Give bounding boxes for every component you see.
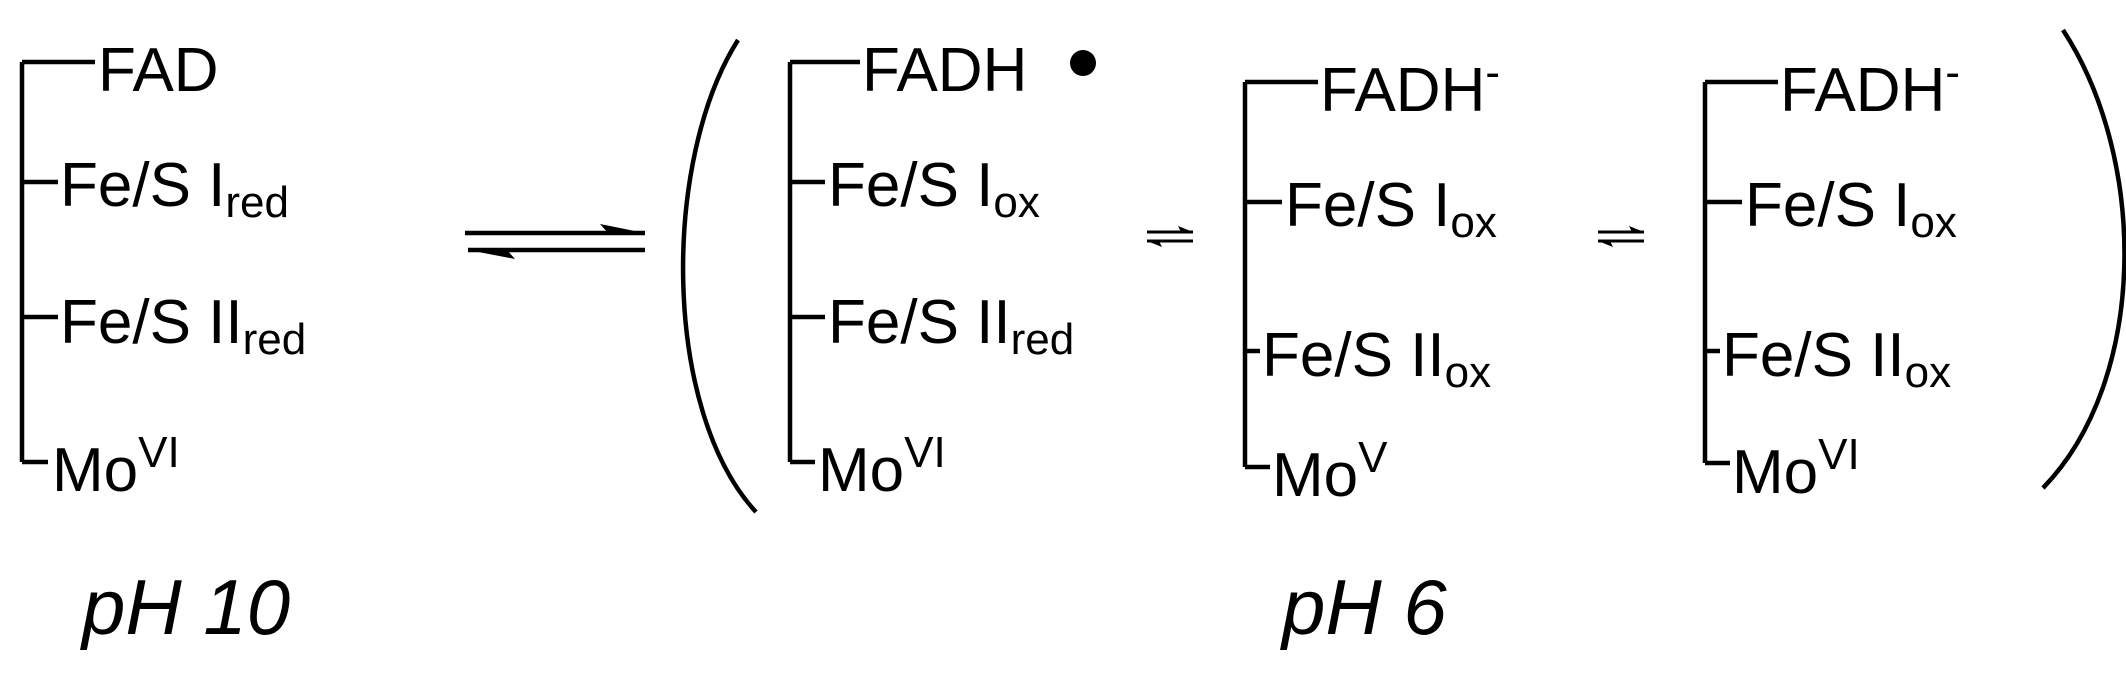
equilibrium-arrow-main [465,224,645,259]
state-ph10-fes1: Fe/S Ired [60,151,289,227]
state-ph6-c-bracket [1702,79,1778,466]
equilibrium-arrow-small-1 [1147,226,1193,247]
left-parenthesis [680,38,758,514]
state-ph10-fad: FAD [98,36,219,105]
state-ph6-b-bracket [1242,79,1318,470]
state-ph6-a-fes2: Fe/S IIred [828,288,1075,364]
state-ph6-b-fad: FADH- [1320,47,1501,125]
state-ph6-c-fes2: Fe/S IIox [1722,321,1952,397]
state-ph6-c-fad: FADH- [1780,47,1961,125]
condition-label-ph6: pH 6 [1282,563,1447,651]
state-ph6-b-fes2: Fe/S IIox [1262,321,1492,397]
state-ph10-mo: MoVI [52,427,180,505]
state-ph6-a-bracket [787,59,860,465]
state-ph6-a-fad: FADH [862,36,1028,105]
state-ph10-fes2: Fe/S IIred [60,288,307,364]
equilibrium-arrow-small-2 [1598,226,1644,247]
state-ph6-a-mo: MoVI [818,427,946,505]
right-parenthesis [2041,28,2126,490]
state-ph10-bracket [19,59,95,465]
state-ph6-c-fes1: Fe/S Iox [1745,171,1957,247]
state-ph6-b-fes1: Fe/S Iox [1285,171,1497,247]
state-ph6-a-fes1: Fe/S Iox [828,151,1040,227]
state-ph6-b-mo: MoV [1272,432,1388,510]
condition-label-ph10: pH 10 [82,563,291,651]
state-ph6-c-mo: MoVI [1732,429,1860,507]
radical-dot-icon [1070,50,1096,76]
